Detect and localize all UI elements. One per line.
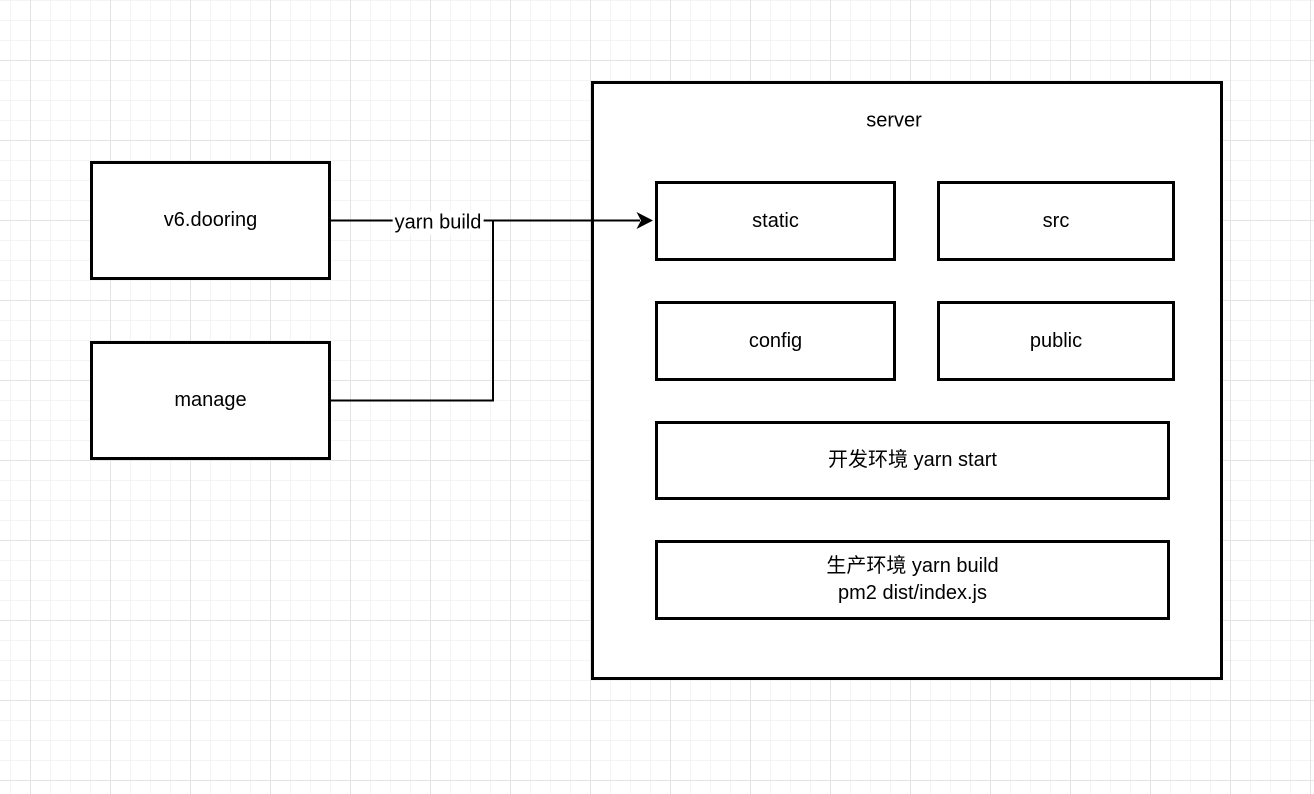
node-prod-environment-line2: pm2 dist/index.js	[838, 582, 987, 604]
node-public[interactable]: public	[937, 301, 1175, 381]
node-src-label: src	[1042, 209, 1070, 232]
node-prod-environment-line1: 生产环境 yarn build	[826, 555, 999, 577]
node-config[interactable]: config	[655, 301, 896, 381]
node-dev-environment[interactable]: 开发环境 yarn start	[655, 421, 1170, 500]
edge-label-yarn-build[interactable]: yarn build	[392, 211, 484, 235]
node-manage[interactable]: manage	[90, 341, 331, 460]
node-v6-dooring[interactable]: v6.dooring	[90, 161, 331, 280]
node-config-label: config	[748, 329, 803, 352]
node-dev-environment-label: 开发环境 yarn start	[828, 449, 997, 471]
server-title: server	[866, 109, 922, 132]
node-prod-environment[interactable]: 生产环境 yarn build pm2 dist/index.js	[655, 540, 1170, 620]
node-static-label: static	[752, 209, 799, 232]
node-src[interactable]: src	[937, 181, 1175, 261]
node-manage-label: manage	[174, 389, 247, 411]
node-public-label: public	[1029, 329, 1083, 352]
node-v6-dooring-label: v6.dooring	[163, 209, 258, 231]
node-static[interactable]: static	[655, 181, 896, 261]
